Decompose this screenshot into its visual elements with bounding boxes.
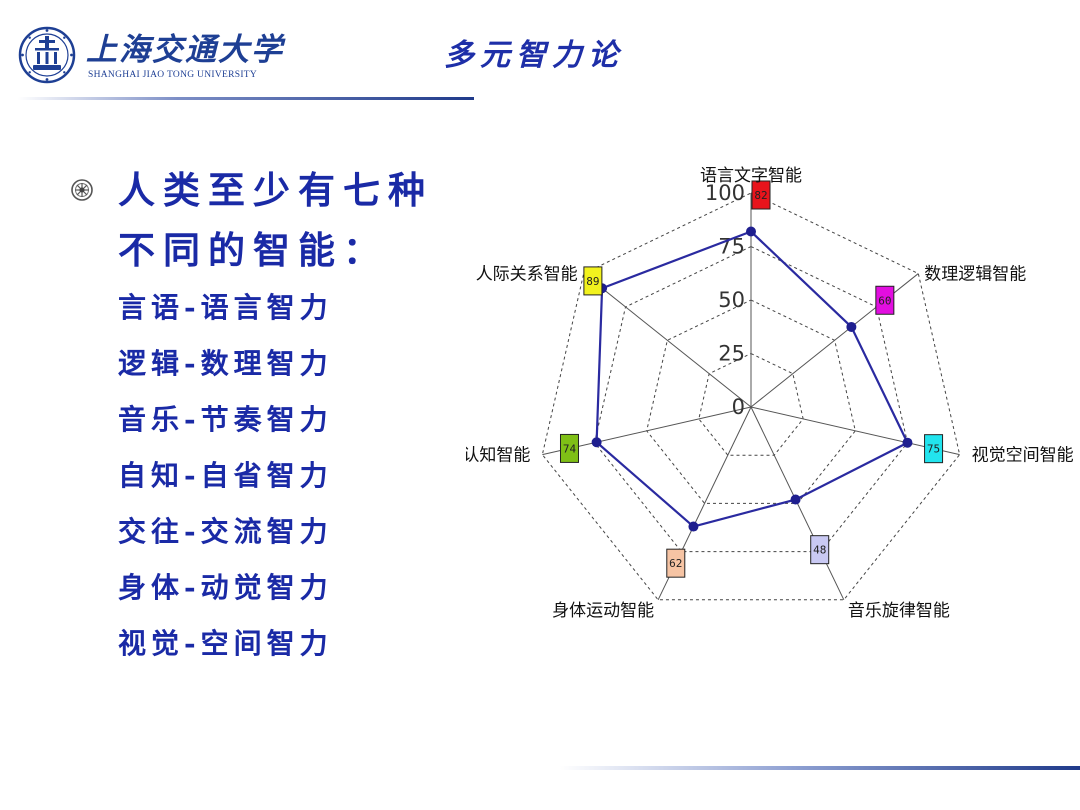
header-divider — [18, 97, 474, 100]
radar-data-point — [688, 521, 699, 532]
radar-data-point — [790, 494, 801, 505]
radar-spoke — [583, 273, 752, 408]
lead-line: 人类至少有七种 — [118, 168, 433, 212]
radar-value-label: 60 — [878, 294, 891, 307]
intelligence-item: 视觉-空间智力 — [118, 627, 333, 660]
radar-tick-label: 25 — [718, 342, 745, 366]
intelligence-item: 音乐-节奏智力 — [118, 403, 333, 436]
logo-english-name: SHANGHAI JIAO TONG UNIVERSITY — [88, 70, 258, 80]
intelligence-item: 言语-语言智力 — [118, 291, 333, 324]
intelligence-item: 交往-交流智力 — [118, 515, 333, 548]
radar-category-label: 人际关系智能 — [476, 265, 578, 285]
radar-grid-ring — [593, 245, 909, 553]
radar-category-label: 语言文字智能 — [700, 166, 802, 186]
radar-category-label: 身体运动智能 — [552, 601, 654, 621]
radar-value-box — [666, 548, 686, 578]
radar-data-point — [902, 437, 913, 448]
radar-category-label: 数理逻辑智能 — [924, 265, 1026, 285]
radar-value-label: 89 — [586, 275, 599, 288]
radar-series-line — [595, 230, 909, 528]
radar-grid-ring — [698, 352, 804, 456]
radar-tick-label: 0 — [732, 395, 745, 419]
radar-grid-ring — [541, 192, 961, 601]
radar-tick-label: 100 — [705, 181, 745, 205]
university-logo: 上海交通大学 SHANGHAI JIAO TONG UNIVERSITY — [18, 22, 282, 88]
intelligence-item: 身体-动觉智力 — [118, 571, 333, 604]
logo-chinese-name: 上海交通大学 — [86, 32, 284, 68]
radar-value-label: 74 — [563, 442, 577, 455]
university-seal-icon — [18, 26, 76, 84]
radar-value-label: 75 — [927, 443, 940, 456]
intelligence-item: 自知-自省智力 — [118, 459, 333, 492]
radar-value-box — [810, 535, 830, 565]
intelligence-item: 逻辑-数理智力 — [118, 347, 333, 380]
radar-grid-ring — [646, 299, 856, 504]
radar-value-box — [875, 285, 895, 315]
radar-value-label: 62 — [669, 557, 682, 570]
bullet-content: 人类至少有七种 不同的智能： 言语-语言智力 逻辑-数理智力 音乐-节奏智力 自… — [118, 160, 478, 672]
radar-value-box — [924, 434, 944, 464]
radar-value-label: 82 — [754, 189, 767, 202]
radar-category-label: 视觉空间智能 — [972, 446, 1074, 466]
bullet-icon — [71, 179, 93, 201]
radar-value-label: 48 — [813, 544, 826, 557]
lead-line: 不同的智能： — [118, 228, 388, 272]
radar-data-point — [846, 321, 857, 332]
radar-data-point — [746, 226, 756, 237]
radar-value-box — [751, 180, 771, 210]
radar-tick-label: 50 — [718, 288, 745, 312]
radar-value-box — [583, 266, 603, 296]
radar-category-label: 自我认知智能 — [466, 446, 530, 466]
radar-category-label: 音乐旋律智能 — [848, 601, 950, 621]
slide-title: 多元智力论 — [444, 38, 624, 73]
radar-value-box — [559, 433, 579, 463]
footer-divider — [560, 766, 1080, 770]
radar-data-point — [591, 437, 602, 448]
